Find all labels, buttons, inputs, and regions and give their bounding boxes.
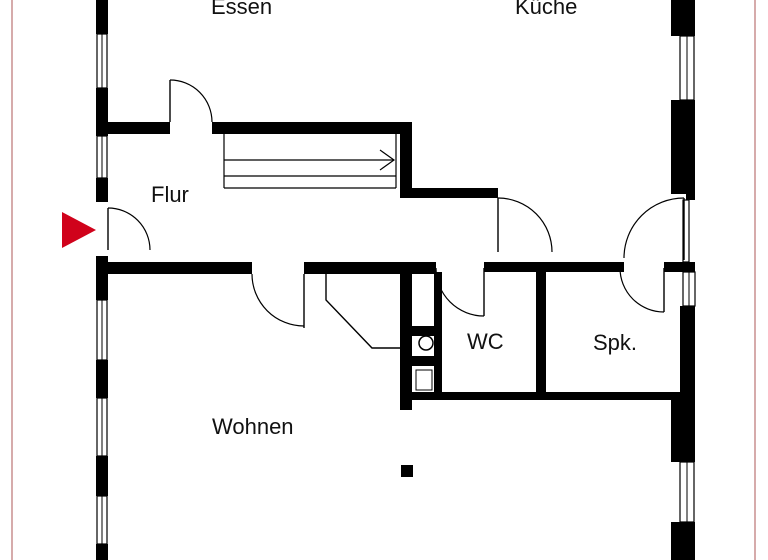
door-kitchen bbox=[623, 197, 685, 260]
staircase bbox=[223, 134, 397, 189]
duct bbox=[415, 369, 433, 391]
door-kitchen-hall bbox=[497, 197, 553, 253]
room-label-spk: Spk. bbox=[593, 330, 637, 355]
door-spk bbox=[619, 267, 665, 313]
room-label-kueche: Küche bbox=[515, 0, 577, 19]
left-windows bbox=[96, 33, 108, 545]
red-triangle-entrance-icon bbox=[62, 212, 96, 248]
door-essen bbox=[169, 79, 213, 123]
door-side-room bbox=[325, 274, 400, 349]
door-entrance bbox=[107, 207, 151, 251]
left-exterior-wall bbox=[96, 0, 108, 560]
door-wohnen bbox=[251, 273, 305, 328]
room-label-flur: Flur bbox=[151, 182, 189, 207]
door-wc bbox=[435, 267, 485, 317]
room-label-wc: WC bbox=[467, 329, 504, 354]
interior-walls bbox=[108, 122, 686, 477]
room-label-essen: Essen bbox=[211, 0, 272, 19]
room-label-wohnen: Wohnen bbox=[212, 414, 294, 439]
shaft-icon bbox=[418, 335, 434, 351]
right-exterior-wall bbox=[671, 0, 695, 560]
